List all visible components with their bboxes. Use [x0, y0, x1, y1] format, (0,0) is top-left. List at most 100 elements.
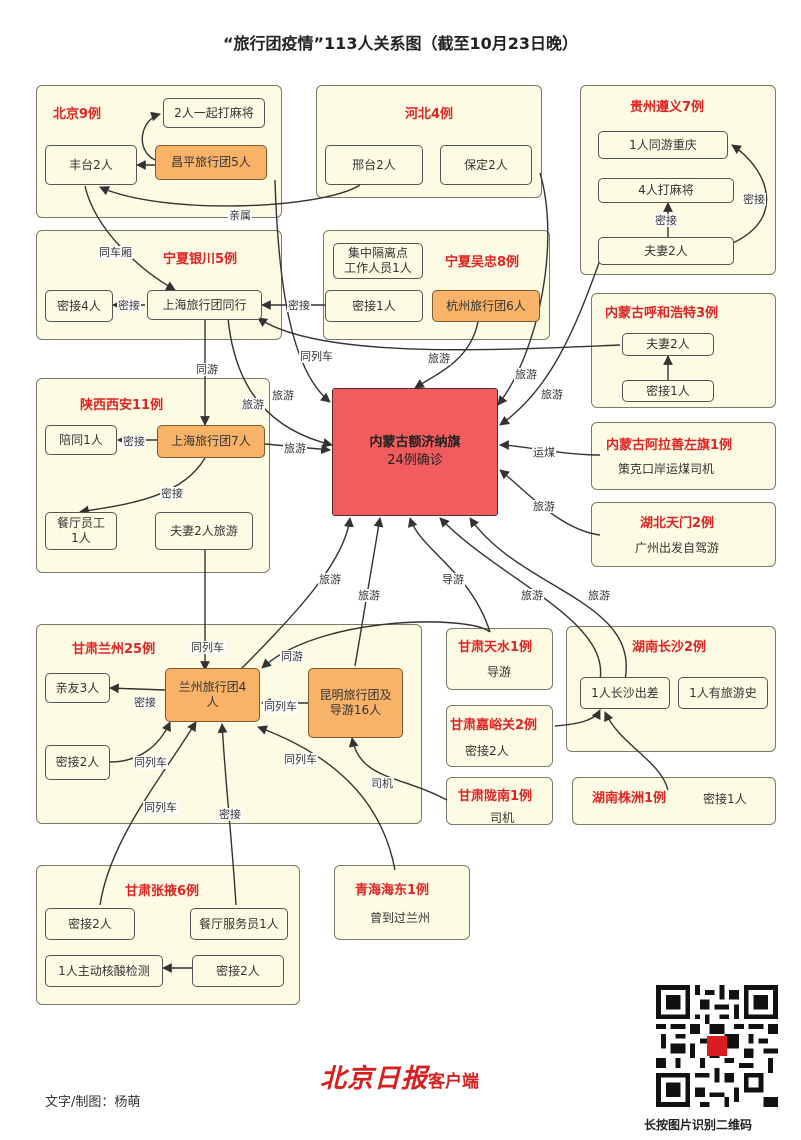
node-zhangye-restaurant-staff: 餐厅服务员1人	[190, 908, 288, 940]
group-title-changsha: 湖南长沙2例	[632, 640, 707, 655]
group-title-longnan: 甘肃陇南1例	[458, 789, 533, 804]
logo-suffix: 客户端	[428, 1072, 480, 1092]
group-title-lanzhou: 甘肃兰州25例	[72, 642, 156, 657]
arrow-guizhou-couple-to-center	[499, 259, 601, 426]
jiayuguan-desc: 密接2人	[465, 744, 509, 758]
group-title-zhuzhou: 湖南株洲1例	[592, 791, 667, 806]
arrow-xingtai-to-fengtai	[99, 184, 361, 207]
group-title-beijing: 北京9例	[53, 107, 102, 122]
edge-label-daoyou: 导游	[441, 573, 465, 586]
group-title-alashan: 内蒙古阿拉善左旗1例	[606, 438, 733, 453]
group-title-qinghai: 青海海东1例	[355, 883, 430, 898]
group-title-huhehaote: 内蒙古呼和浩特3例	[605, 306, 719, 321]
group-qinghai	[334, 865, 470, 940]
group-jiayuguan	[446, 705, 553, 767]
node-beijing-fengtai: 丰台2人	[45, 145, 137, 185]
center-ejina-node: 内蒙古额济纳旗 24例确诊	[332, 388, 498, 516]
group-hubei	[591, 502, 776, 567]
node-changsha-trip: 1人长沙出差	[580, 677, 670, 709]
group-title-hubei: 湖北天门2例	[640, 516, 715, 531]
arrow-baoding-to-center	[497, 172, 549, 406]
node-hh-mijie1: 密接1人	[622, 380, 714, 402]
credit-text: 文字/制图：杨萌	[45, 1095, 141, 1110]
node-hebei-baoding: 保定2人	[440, 145, 532, 185]
group-title-hebei: 河北4例	[405, 107, 454, 122]
node-kunming-tour: 昆明旅行团及 导游16人	[308, 668, 403, 738]
edge-label-lvyou-gz: 旅游	[540, 388, 564, 401]
edge-label-qinshu: 亲属	[228, 209, 252, 222]
center-title: 内蒙古额济纳旗	[369, 435, 461, 450]
node-zhangye-nucleic-test: 1人主动核酸检测	[45, 955, 163, 987]
node-lanzhou-mijie2: 密接2人	[45, 745, 110, 780]
hubei-desc: 广州出发自驾游	[635, 541, 720, 555]
node-lanzhou-qinyou: 亲友3人	[45, 673, 110, 703]
arrow-lanzhou-tour-to-qinyou	[109, 683, 166, 694]
edge-label-lvyou-cs1: 旅游	[520, 589, 544, 602]
group-longnan	[446, 777, 553, 825]
edge-label-mijie-xa2: 密接	[160, 487, 184, 500]
edge-label-tonglieche-qh: 同列车	[283, 753, 318, 766]
arrow-mijie2-to-lanzhou-tour	[109, 721, 171, 763]
node-xian-restaurant-staff: 餐厅员工 1人	[45, 512, 117, 550]
node-hebei-xingtai: 邢台2人	[325, 145, 423, 185]
node-zhangye-mijie2-a: 密接2人	[45, 908, 135, 940]
arrow-lanzhou-to-center	[239, 517, 354, 671]
edge-label-tongyou-xa: 同游	[195, 363, 219, 376]
arrow-hh-couple-to-shanghai-tour	[257, 317, 621, 351]
node-guizhou-majiang: 4人打麻将	[598, 178, 734, 203]
node-yinchuan-shanghai-tour: 上海旅行团同行	[147, 290, 262, 320]
edge-label-lvyou-xa: 旅游	[283, 442, 307, 455]
group-title-ningxia-wuzhong: 宁夏吴忠8例	[445, 255, 520, 270]
node-zhangye-mijie2-b: 密接2人	[192, 955, 284, 987]
arrow-changsha-to-center	[439, 517, 602, 681]
alashan-desc: 策克口岸运煤司机	[618, 462, 715, 476]
edge-label-tonglieche-hh: 同列车	[299, 350, 334, 363]
edge-label-lvyou-sh: 旅游	[241, 398, 265, 411]
beijing-daily-logo: 北京日报客户端	[320, 1058, 479, 1095]
arrow-zhuzhou-to-changsha	[604, 711, 669, 791]
group-tianshui	[446, 628, 553, 690]
group-title-shaanxi: 陕西西安11例	[80, 398, 164, 413]
edge-label-lvyou-cs2: 旅游	[587, 589, 611, 602]
edge-label-mijie-gz2: 密接	[742, 193, 766, 206]
logo-text: 北京日报	[320, 1064, 429, 1094]
edge-label-tonglieche-zy: 同列车	[143, 801, 178, 814]
longnan-desc: 司机	[490, 811, 515, 825]
qr-logo-mark	[707, 1036, 727, 1056]
edge-label-siji: 司机	[370, 777, 394, 790]
edge-label-mijie-zy: 密接	[218, 808, 242, 821]
node-xian-peitong: 陪同1人	[45, 425, 117, 455]
node-lanzhou-tour: 兰州旅行团4 人	[165, 668, 260, 722]
node-guizhou-chongqing: 1人同游重庆	[598, 131, 728, 159]
arrow-changping-to-center	[274, 179, 331, 403]
node-guizhou-couple: 夫妻2人	[598, 237, 734, 265]
group-title-zhangye: 甘肃张掖6例	[125, 884, 200, 899]
node-beijing-majiang: 2人一起打麻将	[163, 98, 265, 128]
qr-code-icon[interactable]	[656, 985, 778, 1107]
edge-label-lvyou-hz: 旅游	[427, 352, 451, 365]
center-count: 24例确诊	[387, 453, 443, 468]
arrow-changsha2-to-center	[469, 517, 627, 681]
edge-label-lvyou-cp: 旅游	[271, 389, 295, 402]
arrow-changping-to-majiang	[141, 111, 161, 161]
node-xian-couple-tour: 夫妻2人旅游	[155, 512, 253, 550]
node-yinchuan-mijie4: 密接4人	[45, 290, 113, 322]
tianshui-desc: 导游	[487, 665, 512, 679]
edge-label-lvyou-hb: 旅游	[532, 500, 556, 513]
edge-label-mijie-xa1: 密接	[122, 435, 146, 448]
edge-label-tongyou-ts: 同游	[280, 650, 304, 663]
qr-caption: 长按图片识别二维码	[644, 1118, 753, 1132]
edge-label-mijie-lz: 密接	[133, 696, 157, 709]
node-beijing-changping: 昌平旅行团5人	[155, 145, 267, 180]
arrow-longnan-to-kunming	[348, 737, 448, 801]
arrow-xian-tour-to-canting	[79, 457, 206, 516]
node-wuzhong-mijie1: 密接1人	[325, 290, 423, 322]
node-xian-shanghai-tour: 上海旅行团7人	[157, 425, 265, 458]
zhuzhou-desc: 密接1人	[703, 792, 747, 806]
edge-label-mijie-gz1: 密接	[654, 214, 678, 227]
group-zhuzhou	[572, 777, 776, 825]
edge-label-tonglieche-lz: 同列车	[133, 756, 168, 769]
node-wuzhong-isolation-worker: 集中隔离点 工作人员1人	[333, 243, 423, 279]
edge-label-tonglieche-km: 同列车	[263, 700, 298, 713]
edge-label-lvyou-bd: 旅游	[514, 368, 538, 381]
